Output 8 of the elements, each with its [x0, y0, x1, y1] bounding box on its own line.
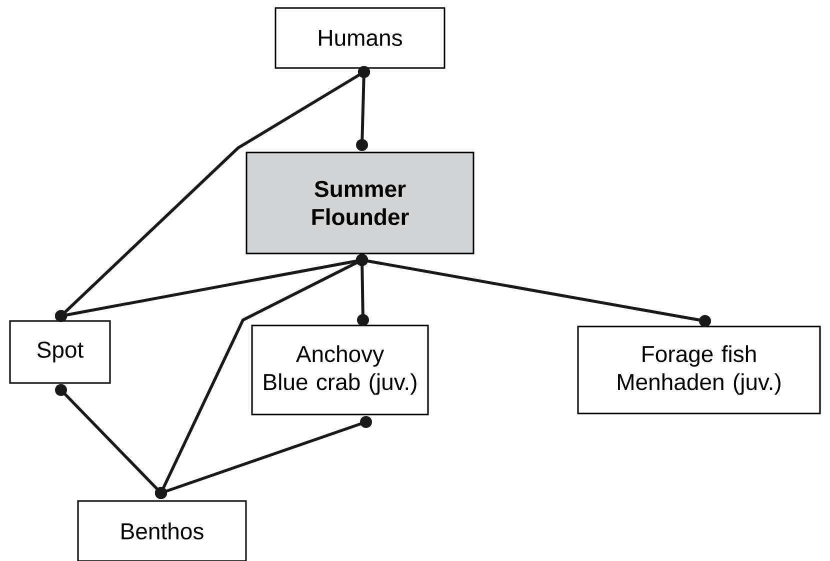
species-box: Forage fish Menhaden (juv.) — [577, 326, 821, 414]
connector-line — [356, 254, 711, 327]
species-box: Anchovy Blue crab (juv.) — [251, 324, 429, 416]
species-box: Humans — [274, 7, 446, 69]
species-box: Benthos — [77, 500, 247, 561]
highlighted-box: Summer Flounder — [246, 152, 474, 254]
species-box: Spot — [9, 320, 111, 384]
connector-line — [155, 416, 372, 499]
